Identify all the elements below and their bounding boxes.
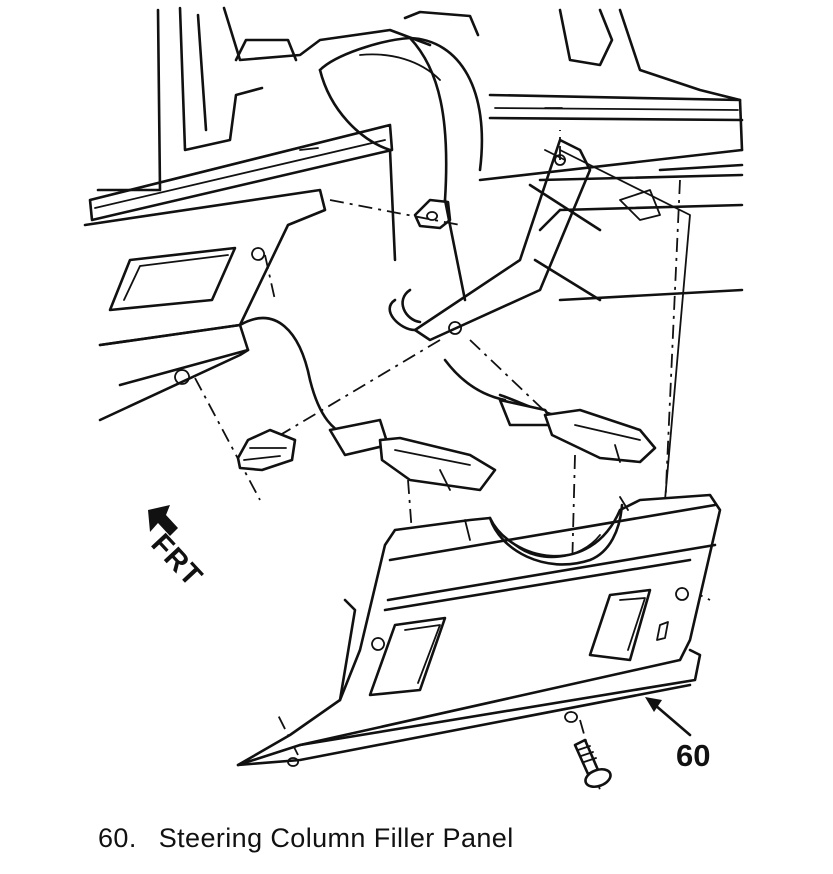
column-support-bracket [388,138,691,501]
callout-number: 60 [676,738,711,773]
retainer-clip [413,198,452,230]
caption-number: 60. [98,823,137,853]
front-arrow-icon [148,505,178,536]
figure-caption: 60. Steering Column Filler Panel [98,823,514,854]
steering-column-filler-panel [236,493,722,767]
caption-text: Steering Column Filler Panel [158,823,514,853]
screw-icon [573,738,612,789]
instrument-panel-carrier [88,6,744,302]
electrical-connectors [236,398,657,492]
left-knee-bolster [83,188,327,501]
callout-leader [645,697,692,737]
steering-column [318,36,484,302]
